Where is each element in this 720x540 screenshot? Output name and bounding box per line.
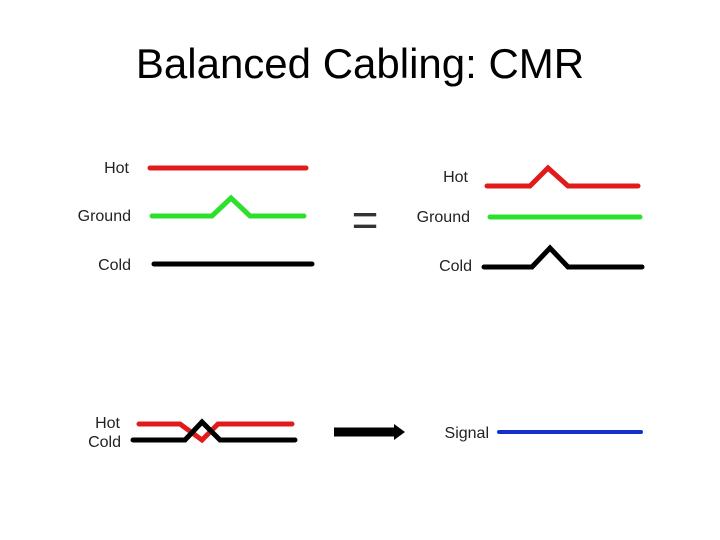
right-arrow-icon: [334, 424, 405, 440]
equals-sign: =: [352, 194, 379, 246]
right-hot-label: Hot: [443, 169, 468, 186]
left-ground-wire: [149, 194, 307, 219]
left-hot-label: Hot: [104, 160, 129, 177]
signal-label: Signal: [445, 425, 489, 442]
right-ground-label: Ground: [417, 209, 470, 226]
left-cold-label: Cold: [98, 257, 131, 274]
bottom-cold-wire: [130, 418, 298, 443]
slide-title: Balanced Cabling: CMR: [135, 40, 585, 87]
right-hot-wire: [484, 164, 641, 189]
left-ground-label: Ground: [78, 208, 131, 225]
right-cold-wire: [481, 244, 645, 270]
right-cold-label: Cold: [439, 258, 472, 275]
bottom-hot-wire: [136, 421, 295, 444]
bottom-cold-label: Cold: [88, 434, 121, 451]
bottom-hot-label: Hot: [95, 415, 120, 432]
